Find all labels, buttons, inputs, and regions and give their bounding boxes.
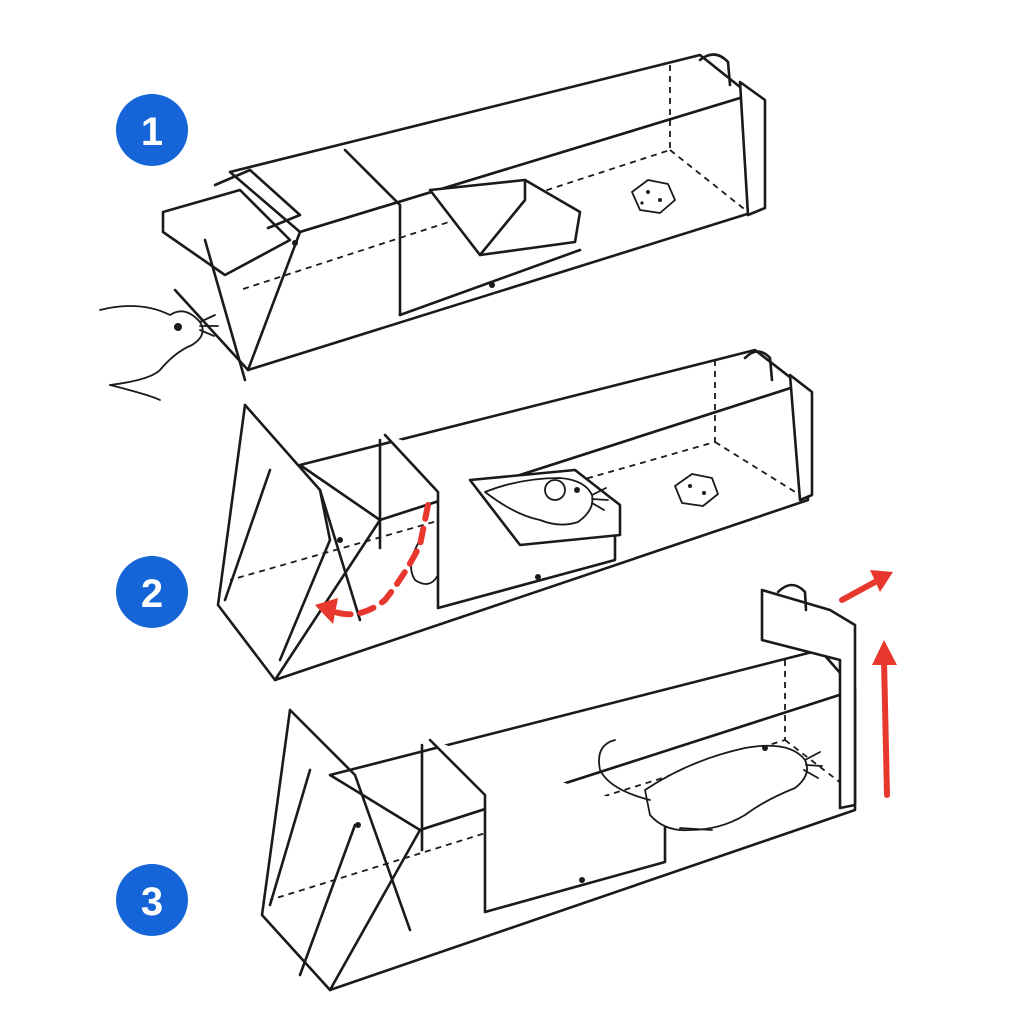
- step-2-illustration: 2: [116, 348, 814, 682]
- step-3-illustration: 3: [116, 570, 897, 992]
- step-1-badge: 1: [116, 94, 188, 166]
- bait-cheese-icon-1: [631, 179, 676, 214]
- trap-box-2: [216, 348, 814, 682]
- step-3-badge: 3: [116, 864, 188, 936]
- trap-box-1: [161, 53, 767, 382]
- mouse-icon-1: [99, 305, 219, 401]
- door-lift-arrows: [839, 570, 897, 798]
- mouse-icon-3: [598, 739, 823, 832]
- mouse-path-arrow: [315, 502, 431, 624]
- bait-cheese-icon-2: [674, 473, 719, 507]
- mouse-icon-2: [410, 477, 609, 585]
- step-2-badge: 2: [116, 556, 188, 628]
- step-1-number: 1: [141, 110, 163, 154]
- step-1-illustration: 1: [99, 53, 767, 401]
- step-2-number: 2: [141, 572, 163, 616]
- step-3-number: 3: [141, 880, 163, 924]
